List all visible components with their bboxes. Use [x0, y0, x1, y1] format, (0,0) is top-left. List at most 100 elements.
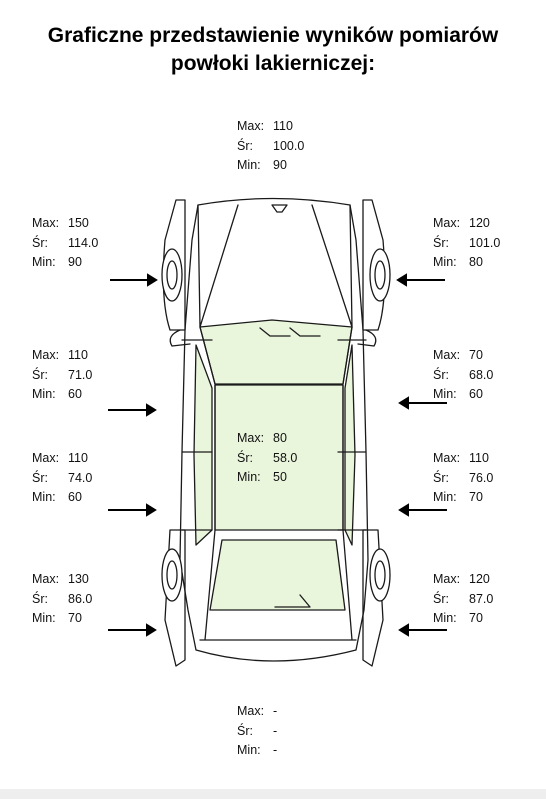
left-front-door-min: 60	[68, 387, 82, 401]
arrow-left-rear-fender	[108, 623, 157, 637]
roof-edges	[199, 326, 353, 531]
trunk-min: -	[273, 743, 278, 757]
stat-left-rear-fender: Max: 130 Śr: 86.0 Min: 70	[32, 570, 92, 629]
min-label: Min:	[237, 158, 261, 172]
left-windows	[193, 344, 213, 546]
right-rear-door-avg: 76.0	[469, 470, 494, 485]
arrow-right-rear-door	[398, 503, 447, 517]
left-rear-fender-min: 70	[68, 611, 82, 625]
min-label: Min:	[433, 611, 457, 625]
max-label: Max:	[433, 572, 461, 586]
avg-label: Śr:	[433, 367, 449, 382]
arrow-left-front-door	[108, 403, 157, 417]
right-front-door-min: 60	[469, 387, 483, 401]
avg-label: Śr:	[433, 591, 449, 606]
left-front-door-max: 110	[68, 348, 88, 362]
stat-left-front-fender: Max: 150 Śr: 114.0 Min: 90	[32, 214, 98, 273]
arrow-right-rear-fender	[398, 623, 447, 637]
left-rear-fender-max: 130	[68, 572, 89, 586]
right-front-fender-min: 80	[469, 255, 483, 269]
min-label: Min:	[433, 255, 457, 269]
max-label: Max:	[32, 348, 60, 362]
trunk-max: -	[273, 704, 278, 718]
wipers	[259, 327, 321, 337]
max-label: Max:	[32, 216, 60, 230]
stat-trunk: Max:- Śr:- Min:-	[237, 702, 277, 761]
min-label: Min:	[32, 387, 56, 401]
arrow-right-front-fender	[396, 273, 445, 287]
page-title: Graficzne przedstawienie wyników pomiaró…	[0, 22, 546, 78]
min-label: Min:	[433, 490, 457, 504]
stat-hood: Max:110 Śr:100.0 Min:90	[237, 117, 304, 176]
right-front-fender-avg: 101.0	[469, 235, 501, 250]
hood-emblem	[271, 204, 288, 213]
title-line-1: Graficzne przedstawienie wyników pomiaró…	[47, 24, 499, 47]
avg-label: Śr:	[32, 470, 48, 485]
left-front-fender-avg: 114.0	[68, 235, 99, 250]
avg-label: Śr:	[433, 235, 449, 250]
hood-avg: 100.0	[273, 138, 305, 153]
stat-right-rear-door: Max:110 Śr:76.0 Min:70	[433, 449, 493, 508]
left-front-fender-min: 90	[68, 255, 82, 269]
title-line-2: powłoki lakierniczej:	[170, 52, 376, 75]
right-rear-side	[362, 529, 384, 667]
right-rear-door-max: 110	[469, 451, 489, 465]
max-label: Max:	[433, 216, 461, 230]
trunk-lines	[199, 529, 357, 641]
left-side-panel	[162, 199, 186, 331]
arrow-right-front-door	[398, 396, 447, 410]
right-rear-fender-max: 120	[469, 572, 490, 586]
min-label: Min:	[32, 611, 56, 625]
left-door-seams	[181, 339, 213, 531]
hood-min: 90	[273, 158, 287, 172]
right-windows	[344, 344, 356, 546]
stat-right-front-fender: Max: 120 Śr: 101.0 Min: 80	[433, 214, 500, 273]
min-label: Min:	[32, 255, 56, 269]
left-front-door-avg: 71.0	[68, 367, 93, 382]
avg-label: Śr:	[32, 235, 48, 250]
rear-wiper	[274, 594, 311, 608]
stat-left-front-door: Max:110 Śr:71.0 Min:60	[32, 346, 92, 405]
hood-max: 110	[273, 119, 293, 133]
stat-right-front-door: Max:70 Śr:68.0 Min:60	[433, 346, 493, 405]
body-outline	[179, 197, 369, 662]
right-door-seams	[337, 339, 367, 531]
right-mirror	[357, 329, 377, 347]
stat-roof: Max: 80 Śr: 58.0 Min: 50	[237, 429, 297, 488]
min-label: Min:	[32, 490, 56, 504]
roof-avg: 58.0	[273, 450, 298, 465]
hood-lines	[197, 204, 353, 328]
max-label: Max:	[237, 119, 265, 133]
right-front-fender-max: 120	[469, 216, 490, 230]
stat-left-rear-door: Max:110 Śr:74.0 Min:60	[32, 449, 92, 508]
rear-window	[209, 539, 346, 611]
windshield	[199, 319, 353, 385]
right-front-door-max: 70	[469, 348, 483, 362]
bottom-bar	[0, 789, 546, 799]
arrow-left-rear-door	[108, 503, 157, 517]
max-label: Max:	[32, 572, 60, 586]
left-front-fender-max: 150	[68, 216, 89, 230]
roof-max: 80	[273, 431, 287, 445]
max-label: Max:	[433, 348, 461, 362]
avg-label: Śr:	[32, 591, 48, 606]
left-rear-door-avg: 74.0	[68, 470, 93, 485]
avg-label: Śr:	[433, 470, 449, 485]
min-label: Min:	[237, 470, 261, 484]
min-label: Min:	[237, 743, 261, 757]
max-label: Max:	[32, 451, 60, 465]
max-label: Max:	[237, 431, 265, 445]
roof-min: 50	[273, 470, 287, 484]
right-side-panel	[362, 199, 386, 331]
avg-label: Śr:	[237, 723, 253, 738]
left-mirror	[169, 329, 191, 347]
avg-label: Śr:	[237, 450, 253, 465]
arrow-left-front-fender	[110, 273, 158, 287]
max-label: Max:	[237, 704, 265, 718]
right-rear-door-min: 70	[469, 490, 483, 504]
left-rear-fender-avg: 86.0	[68, 591, 93, 606]
left-rear-side	[164, 529, 186, 667]
left-rear-door-max: 110	[68, 451, 88, 465]
right-rear-fender-min: 70	[469, 611, 483, 625]
